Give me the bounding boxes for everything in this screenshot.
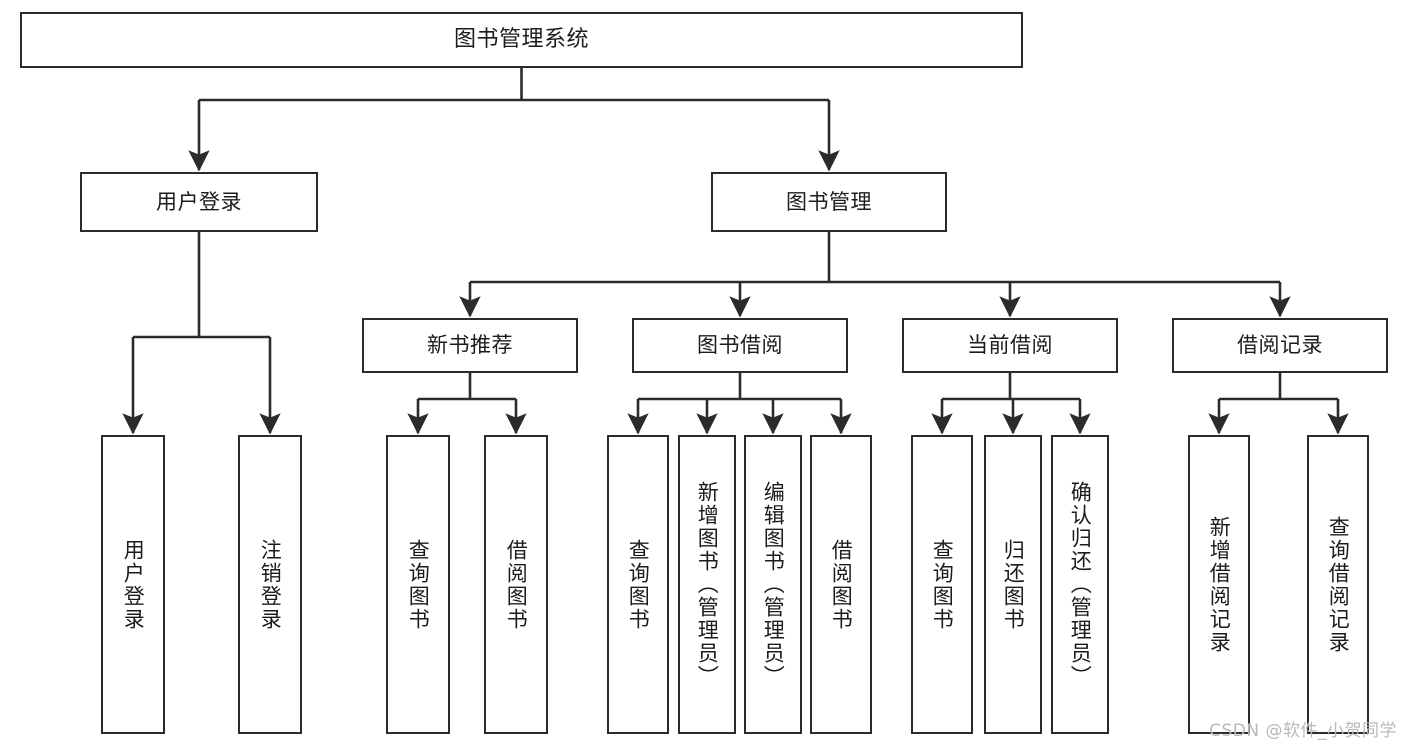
- node-label: 用户登录: [156, 189, 242, 214]
- node-label: 查询图书: [930, 538, 955, 631]
- branch-node: 借阅记录: [1172, 318, 1388, 373]
- leaf-node: 查询图书: [911, 435, 973, 734]
- branch-node: 图书管理: [711, 172, 947, 232]
- edges: [122, 68, 1349, 435]
- branch-node: 图书借阅: [632, 318, 848, 373]
- leaf-node: 注销登录: [238, 435, 302, 734]
- node-label: 查询借阅记录: [1326, 515, 1351, 654]
- leaf-node: 借阅图书: [484, 435, 548, 734]
- branch-node: 用户登录: [80, 172, 318, 232]
- branch-node: 当前借阅: [902, 318, 1118, 373]
- leaf-node: 编辑图书（管理员）: [744, 435, 802, 734]
- node-label: 新书推荐: [427, 333, 513, 358]
- node-label: 查询图书: [626, 538, 651, 631]
- node-label: 注销登录: [258, 538, 283, 631]
- node-label: 图书借阅: [697, 333, 783, 358]
- node-label: 借阅图书: [504, 538, 529, 631]
- leaf-node: 确认归还（管理员）: [1051, 435, 1109, 734]
- node-label: 归还图书: [1001, 538, 1026, 631]
- leaf-node: 归还图书: [984, 435, 1042, 734]
- leaf-node: 查询图书: [607, 435, 669, 734]
- leaf-node: 用户登录: [101, 435, 165, 734]
- node-label: 图书管理系统: [453, 27, 589, 53]
- leaf-node: 查询借阅记录: [1307, 435, 1369, 734]
- leaf-node: 新增图书（管理员）: [678, 435, 736, 734]
- node-label: 用户登录: [121, 538, 146, 631]
- node-label: 编辑图书（管理员）: [761, 481, 786, 688]
- node-label: 当前借阅: [967, 333, 1053, 358]
- leaf-node: 借阅图书: [810, 435, 872, 734]
- node-label: 新增图书（管理员）: [695, 481, 720, 688]
- branch-node: 新书推荐: [362, 318, 578, 373]
- node-label: 确认归还（管理员）: [1068, 481, 1093, 688]
- node-label: 图书管理: [786, 189, 872, 214]
- root-node: 图书管理系统: [20, 12, 1023, 68]
- node-label: 新增借阅记录: [1207, 515, 1232, 654]
- node-label: 借阅记录: [1237, 333, 1323, 358]
- leaf-node: 查询图书: [386, 435, 450, 734]
- node-label: 查询图书: [406, 538, 431, 631]
- node-label: 借阅图书: [829, 538, 854, 631]
- leaf-node: 新增借阅记录: [1188, 435, 1250, 734]
